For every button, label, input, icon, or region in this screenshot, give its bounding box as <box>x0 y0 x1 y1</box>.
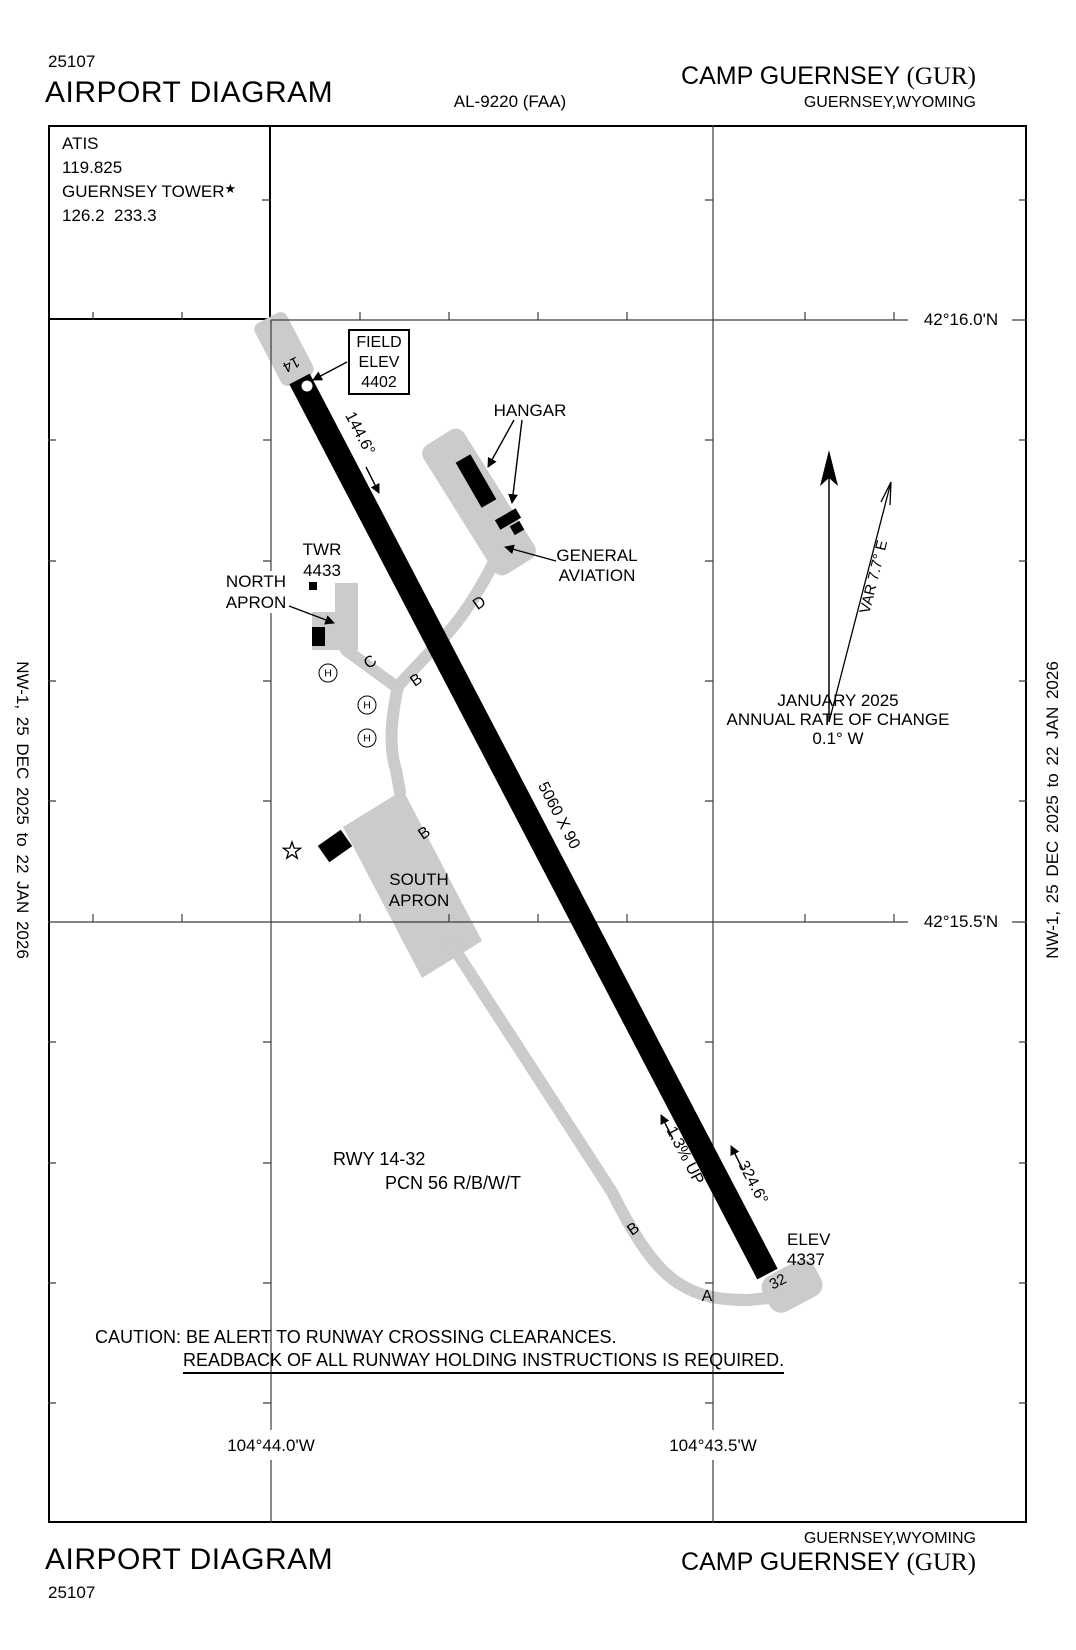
general-aviation-line1: GENERAL <box>556 546 638 565</box>
field-elev-value: 4402 <box>361 374 397 391</box>
taxiway-a-label: A <box>701 1287 713 1305</box>
tower-label: GUERNSEY TOWER★ <box>62 181 237 202</box>
tower-frequencies: 126.2 233.3 <box>62 206 157 225</box>
twr-elev-value: 4433 <box>303 561 341 580</box>
runway32-elev-value: 4337 <box>787 1249 825 1269</box>
runway32-elev-label: ELEV <box>787 1230 831 1249</box>
variation-rate-value: 0.1° W <box>812 729 864 749</box>
helipad-letter: H <box>324 667 332 679</box>
city-state-top: GUERNSEY,WYOMING <box>803 94 976 111</box>
south-apron-label: SOUTH APRON <box>389 869 449 911</box>
longitude-label-left: 104°44.0'W <box>224 1436 318 1456</box>
north-apron-label: NORTH APRON <box>223 571 289 613</box>
field-elev-line1: FIELD <box>356 334 402 351</box>
page-title-bottom: AIRPORT DIAGRAM <box>45 1543 334 1576</box>
south-apron-line1: SOUTH <box>389 870 449 889</box>
procedure-id: AL-9220 (FAA) <box>453 92 567 111</box>
tower-name: GUERNSEY TOWER <box>62 182 225 201</box>
helipad-letter: H <box>363 699 371 711</box>
runway-info-pcn: PCN 56 R/B/W/T <box>385 1173 522 1193</box>
hangar-label: HANGAR <box>493 401 567 421</box>
caution-line2: READBACK OF ALL RUNWAY HOLDING INSTRUCTI… <box>183 1350 785 1374</box>
chart-number-bottom: 25107 <box>48 1583 96 1602</box>
airport-name-text: CAMP GUERNSEY <box>681 1548 907 1576</box>
tower-elev-label: TWR 4433 <box>303 539 342 581</box>
helipad-icon: H <box>318 663 338 683</box>
airport-name-top: CAMP GUERNSEY (GUR) <box>681 62 976 92</box>
north-apron-line1: NORTH <box>225 572 287 591</box>
city-state-bottom: GUERNSEY,WYOMING <box>803 1530 976 1547</box>
general-aviation-label: GENERAL AVIATION <box>556 546 637 586</box>
runway32-elevation: ELEV 4337 <box>787 1230 830 1269</box>
field-elev-box: FIELD ELEV 4402 <box>348 329 410 395</box>
helipad-icon: H <box>357 728 377 748</box>
edition-note-right: NW-1, 25 DEC 2025 to 22 JAN 2026 <box>1043 661 1063 959</box>
atis-frequency: 119.825 <box>62 158 123 177</box>
longitude-label-right: 104°43.5'W <box>666 1436 760 1456</box>
airport-name-bottom: CAMP GUERNSEY (GUR) <box>681 1548 976 1578</box>
chart-number-top: 25107 <box>48 52 96 71</box>
helipad-letter: H <box>363 732 371 744</box>
general-aviation-line2: AVIATION <box>558 566 636 585</box>
airport-code-text: (GUR) <box>906 1549 976 1576</box>
part-time-star-icon: ★ <box>224 181 237 196</box>
edition-note-left: NW-1, 25 DEC 2025 to 22 JAN 2026 <box>12 661 32 959</box>
variation-rate-label: ANNUAL RATE OF CHANGE <box>726 710 950 730</box>
runway-info-title: RWY 14-32 <box>333 1149 426 1169</box>
airport-name-text: CAMP GUERNSEY <box>681 62 907 90</box>
field-elev-line2: ELEV <box>358 354 400 371</box>
map-border <box>48 125 1027 1523</box>
north-apron-line2: APRON <box>225 593 287 612</box>
latitude-label-top: 42°16.0'N <box>923 310 999 330</box>
page-title-top: AIRPORT DIAGRAM <box>45 76 334 109</box>
twr-label: TWR <box>302 540 342 559</box>
airport-code-text: (GUR) <box>906 63 976 90</box>
caution-line1: CAUTION: BE ALERT TO RUNWAY CROSSING CLE… <box>95 1327 617 1347</box>
helipad-icon: H <box>357 695 377 715</box>
atis-label: ATIS <box>62 134 99 153</box>
variation-date: JANUARY 2025 <box>777 691 899 711</box>
latitude-label-bottom: 42°15.5'N <box>923 912 999 932</box>
south-apron-line2: APRON <box>388 891 450 910</box>
